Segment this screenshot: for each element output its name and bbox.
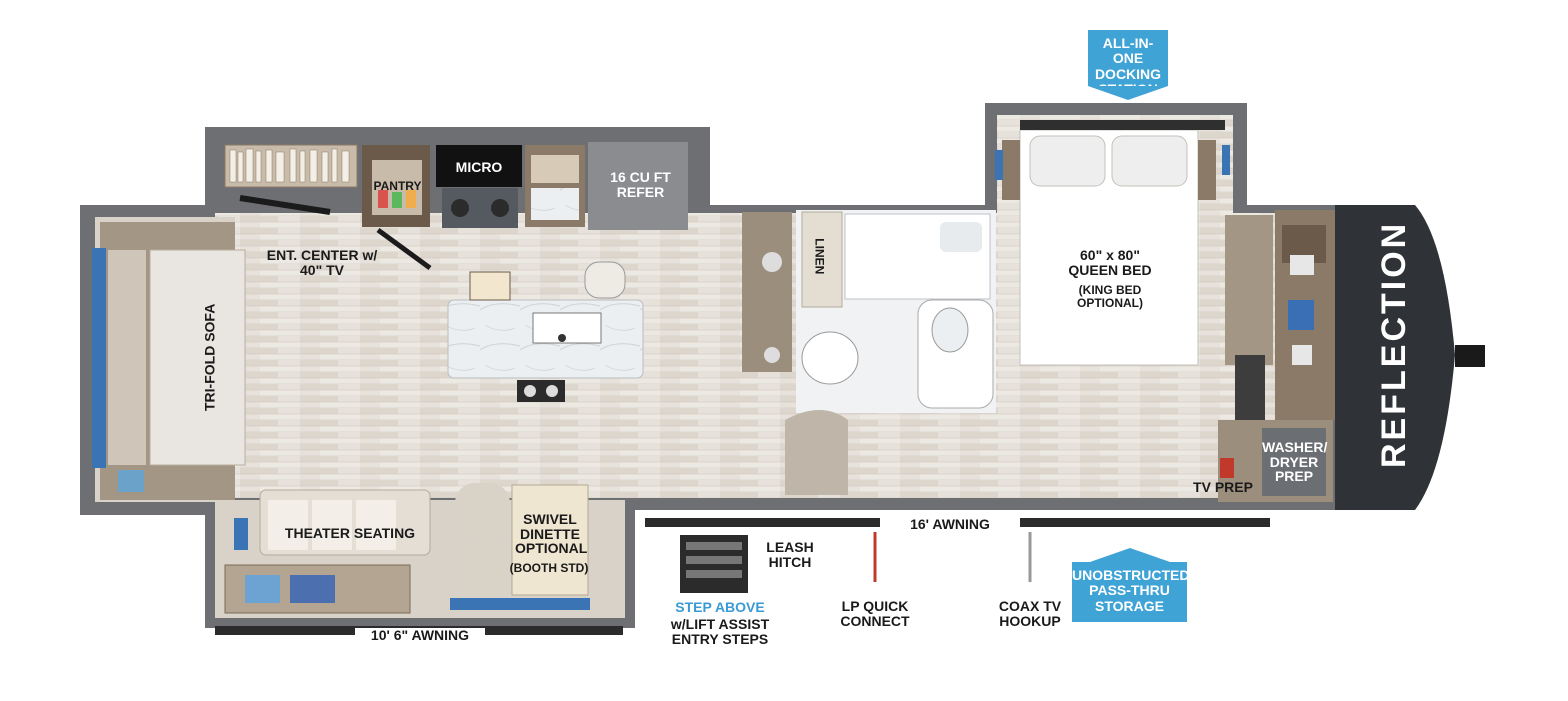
bed-option-label: (KING BED OPTIONAL) <box>1077 283 1143 310</box>
leash-hitch-label: LEASH HITCH <box>766 539 814 570</box>
kitchen-island <box>447 261 644 402</box>
tv-prep-label: TV PREP <box>1193 479 1253 495</box>
pass-thru-storage-label: UNOBSTRUCTED PASS-THRU STORAGE <box>1072 567 1190 614</box>
awning-large-label: 16' AWNING <box>880 517 1020 532</box>
step-above-label: STEP ABOVE <box>675 599 765 615</box>
sofa-label: TRI-FOLD SOFA <box>201 303 218 412</box>
lp-connect-label: LP QUICK CONNECT <box>840 598 910 629</box>
entry-steps <box>680 535 748 593</box>
pass-thru-storage-callout: UNOBSTRUCTED PASS-THRU STORAGE <box>1072 562 1190 622</box>
coax-hookup-label: COAX TV HOOKUP <box>998 598 1062 629</box>
awning-small-label: 10' 6" AWNING <box>355 628 485 643</box>
docking-station-callout: ALL-IN-ONE DOCKING STATION <box>1088 30 1168 97</box>
bedroom <box>995 120 1335 502</box>
dinette-label: SWIVEL DINETTE OPTIONAL <box>515 511 588 557</box>
dinette-std-label: (BOOTH STD) <box>509 561 589 575</box>
tri-fold-sofa <box>92 222 246 500</box>
pantry-label: PANTRY <box>373 179 422 193</box>
entry-steps-label: w/LIFT ASSIST ENTRY STEPS <box>670 616 770 647</box>
refer-label: 16 CU FT REFER <box>610 169 671 200</box>
kitchen-cabinets <box>224 142 688 271</box>
linen-label: LINEN <box>812 238 827 275</box>
brand-logo: REFLECTION <box>1375 220 1413 468</box>
bathroom <box>742 210 996 495</box>
front-cap <box>1335 205 1485 510</box>
dinette <box>450 483 590 610</box>
theater-seating <box>224 489 431 614</box>
bed-label: 60" x 80" QUEEN BED <box>1068 247 1152 278</box>
theater-seating-label: THEATER SEATING <box>284 525 416 541</box>
ent-center-label: ENT. CENTER w/ 40" TV <box>266 247 378 278</box>
washer-dryer-label: WASHER/ DRYER PREP <box>1262 439 1328 485</box>
docking-station-label: ALL-IN-ONE DOCKING STATION <box>1094 35 1162 98</box>
micro-label: MICRO <box>455 159 503 175</box>
